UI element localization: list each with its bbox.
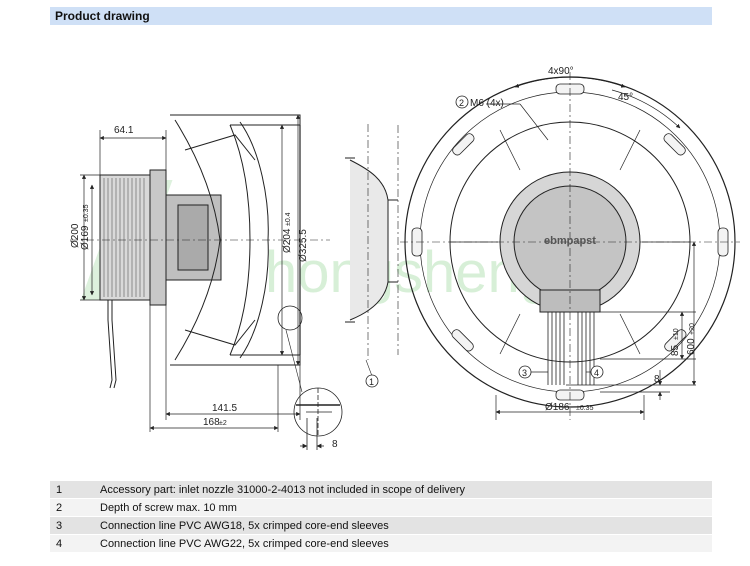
svg-text:3: 3	[522, 368, 527, 378]
front-view	[400, 72, 740, 420]
svg-text:4: 4	[594, 368, 599, 378]
legend-text: Depth of screw max. 10 mm	[94, 498, 712, 517]
legend-num: 2	[50, 498, 94, 517]
product-drawing: hongsheng	[70, 66, 740, 450]
dim-325-5: Ø325.5	[298, 229, 309, 262]
section-title: Product drawing	[55, 9, 150, 23]
legend-row: 2 Depth of screw max. 10 mm	[50, 498, 712, 517]
dim-600-tol: +20	[689, 323, 696, 335]
side-view-dims	[80, 114, 301, 432]
dim-m6: M6 (4x)	[470, 98, 504, 109]
dim-169-tol: ±0.35	[83, 204, 90, 222]
brand-label: ebmpapst	[544, 235, 596, 247]
dim-168: 168	[203, 417, 220, 428]
dim-85-tol: ±10	[673, 328, 680, 340]
callout-1: 1	[365, 374, 379, 388]
dim-4x90: 4x90°	[548, 66, 574, 77]
svg-text:1: 1	[369, 377, 374, 387]
legend-text: Connection line PVC AWG18, 5x crimped co…	[94, 516, 712, 535]
front-view-dims	[486, 76, 697, 420]
callout-4: 4	[590, 365, 604, 379]
dim-200: Ø200	[70, 223, 81, 248]
legend-num: 3	[50, 516, 94, 535]
screw-detail	[285, 329, 343, 450]
legend-table: 1 Accessory part: inlet nozzle 31000-2-4…	[50, 481, 712, 553]
dim-141-5: 141.5	[212, 403, 237, 414]
dim-64-1: 64.1	[114, 125, 134, 136]
legend-row: 3 Connection line PVC AWG18, 5x crimped …	[50, 516, 712, 535]
svg-text:2: 2	[459, 98, 464, 108]
section-header: Product drawing	[50, 7, 712, 25]
inlet-nozzle	[345, 124, 399, 377]
legend-row: 1 Accessory part: inlet nozzle 31000-2-4…	[50, 481, 712, 499]
legend-num: 1	[50, 481, 94, 499]
legend-row: 4 Connection line PVC AWG22, 5x crimped …	[50, 534, 712, 553]
dim-204: Ø204	[282, 228, 293, 253]
dim-85: 85	[670, 344, 681, 356]
dim-186: Ø186	[545, 402, 570, 413]
dim-186-tol: ±0.35	[576, 405, 594, 412]
front-view-dim-text: 4x90° 45° M6 (4x) Ø186 ±0.35 85 ±10 600 …	[470, 66, 697, 413]
dim-45: 45°	[618, 92, 633, 103]
legend-text: Connection line PVC AWG22, 5x crimped co…	[94, 534, 712, 553]
dim-204-tol: ±0.4	[285, 212, 292, 226]
dim-169: Ø169	[80, 225, 91, 250]
callout-3: 3	[518, 365, 532, 379]
callout-2: 2	[455, 95, 469, 109]
dim-8-bottom: 8	[332, 439, 338, 450]
legend-text: Accessory part: inlet nozzle 31000-2-401…	[94, 481, 712, 499]
dim-600: 600	[686, 338, 697, 355]
legend-num: 4	[50, 534, 94, 553]
side-view-dim-text: 64.1 Ø200 Ø169 ±0.35 Ø204 ±0.4 Ø325.5 14…	[70, 125, 309, 428]
dim-168-tol: ±2	[219, 420, 227, 427]
dim-8-right: 8	[654, 374, 660, 385]
